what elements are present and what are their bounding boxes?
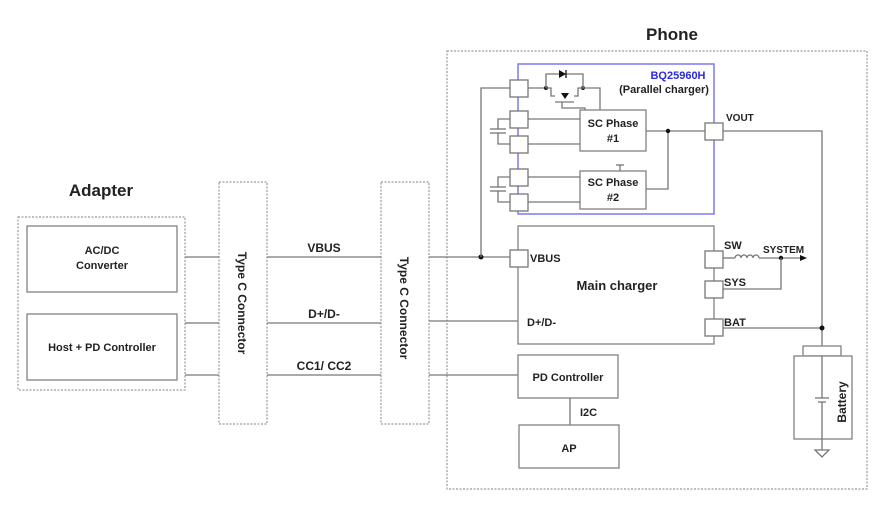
system-label: SYSTEM [763, 245, 804, 256]
host-pd-controller-block [26, 313, 178, 381]
parallel-vbus-pin [509, 79, 529, 98]
acdc-label-line2: Converter [76, 260, 129, 272]
adapter-connector-label: Type C Connector [235, 252, 249, 355]
battery-icon [793, 345, 853, 458]
main-charger-bat-label: BAT [724, 317, 746, 329]
data-signal-label: D+/D- [308, 307, 340, 321]
acdc-converter-block [26, 225, 178, 293]
vout-to-battery-wire [723, 130, 823, 346]
phone-container [446, 50, 868, 490]
pd-controller-block [517, 354, 619, 399]
battery-label: Battery [835, 381, 849, 423]
main-charger-sys-label: SYS [724, 277, 746, 289]
vout-pin [704, 122, 724, 141]
sc-phase-2-label-line1: SC Phase [588, 177, 639, 189]
main-charger-sw-label: SW [724, 240, 742, 252]
sc-phase-1-label-line2: #1 [607, 133, 619, 145]
main-charger-data-label: D+/D- [527, 317, 556, 329]
phone-type-c-connector [380, 181, 430, 425]
phase2-cfl-pin [509, 193, 529, 212]
phase1-cfl-pin [509, 135, 529, 154]
parallel-charger-part-number: BQ25960H [650, 70, 705, 82]
sc-phase-1-label-line1: SC Phase [588, 118, 639, 130]
main-charger-vbus-label: VBUS [530, 253, 561, 265]
main-charger-sys-pin [704, 280, 724, 299]
pd-controller-label: PD Controller [533, 372, 605, 384]
main-charger-sw-pin [704, 250, 724, 269]
sc-phase-2-block [579, 170, 647, 210]
bat-junction-dot [819, 325, 825, 331]
cc-signal-label: CC1/ CC2 [297, 359, 352, 373]
phase2-output-wire [646, 131, 669, 190]
acdc-label-line1: AC/DC [85, 245, 120, 257]
vbus-signal-label: VBUS [307, 241, 340, 255]
system-arrow-icon [800, 255, 807, 261]
blocking-fet-icon [528, 70, 601, 112]
phone-connector-label: Type C Connector [397, 257, 411, 360]
host-pd-controller-label: Host + PD Controller [48, 342, 157, 354]
main-charger-vbus-pin [509, 249, 529, 268]
adapter-container [17, 216, 186, 391]
sc-phase-2-label-line2: #2 [607, 192, 619, 204]
vbus-to-parallel-wire [480, 87, 510, 257]
ap-block [518, 424, 620, 469]
phase2-flying-capacitor-icon [490, 176, 510, 203]
adapter-type-c-connector [218, 181, 268, 425]
main-charger-bat-pin [704, 318, 724, 337]
vout-label: VOUT [726, 113, 754, 124]
i2c-label: I2C [580, 407, 597, 419]
phase1-flying-capacitor-icon [490, 118, 510, 145]
vout-junction-dot [665, 128, 671, 134]
sys-feedback-wire [723, 258, 782, 290]
sc-phase-2-input-stub [616, 164, 624, 171]
main-charger-block [517, 225, 715, 345]
phase1-cfh-pin [509, 110, 529, 129]
phase2-cfh-pin [509, 168, 529, 187]
parallel-charger-subtitle: (Parallel charger) [619, 84, 709, 96]
main-charger-title: Main charger [577, 278, 658, 293]
adapter-title: Adapter [69, 181, 134, 200]
phone-title: Phone [646, 25, 698, 44]
ap-label: AP [561, 443, 576, 455]
